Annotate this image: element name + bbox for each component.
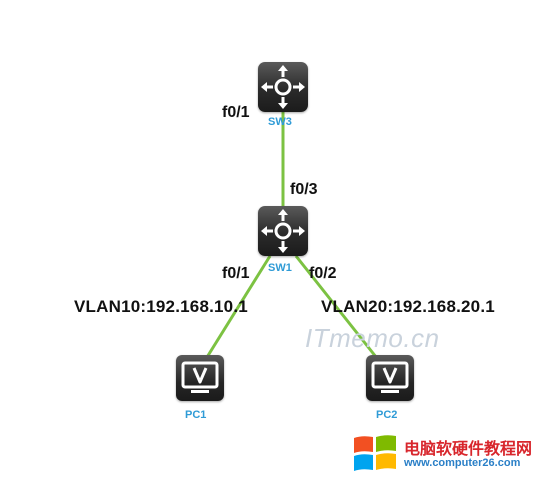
port-label-sw1-f0-3: f0/3 <box>290 181 318 198</box>
link-sw1-pc1 <box>202 255 272 363</box>
port-label-sw1-f0-1: f0/1 <box>222 265 250 282</box>
layer3-switch-icon <box>261 65 305 109</box>
port-label-sw3-f0-1: f0/1 <box>222 104 250 121</box>
pc1-label: PC1 <box>185 409 207 421</box>
pc-monitor-icon <box>181 361 219 393</box>
pc-pc2[interactable] <box>366 355 414 401</box>
vlan20-label: VLAN20:192.168.20.1 <box>321 297 495 316</box>
link-sw1-pc2 <box>294 255 382 363</box>
brand-title: 电脑软硬件教程网 <box>404 441 533 458</box>
pc-monitor-icon <box>371 361 409 393</box>
sw3-label: SW3 <box>268 116 292 128</box>
vlan10-label: VLAN10:192.168.10.1 <box>74 297 248 316</box>
switch-sw3[interactable] <box>258 62 308 112</box>
brand-url[interactable]: www.computer26.com <box>404 457 521 469</box>
switch-sw1[interactable] <box>258 206 308 256</box>
port-label-sw1-f0-2: f0/2 <box>309 265 337 282</box>
windows-logo-icon <box>354 435 396 471</box>
layer3-switch-icon <box>261 209 305 253</box>
watermark-text: ITmemo.cn <box>305 323 440 353</box>
sw1-label: SW1 <box>268 262 292 274</box>
brand-block: 电脑软硬件教程网 www.computer26.com <box>352 432 552 476</box>
pc2-label: PC2 <box>376 409 398 421</box>
pc-pc1[interactable] <box>176 355 224 401</box>
